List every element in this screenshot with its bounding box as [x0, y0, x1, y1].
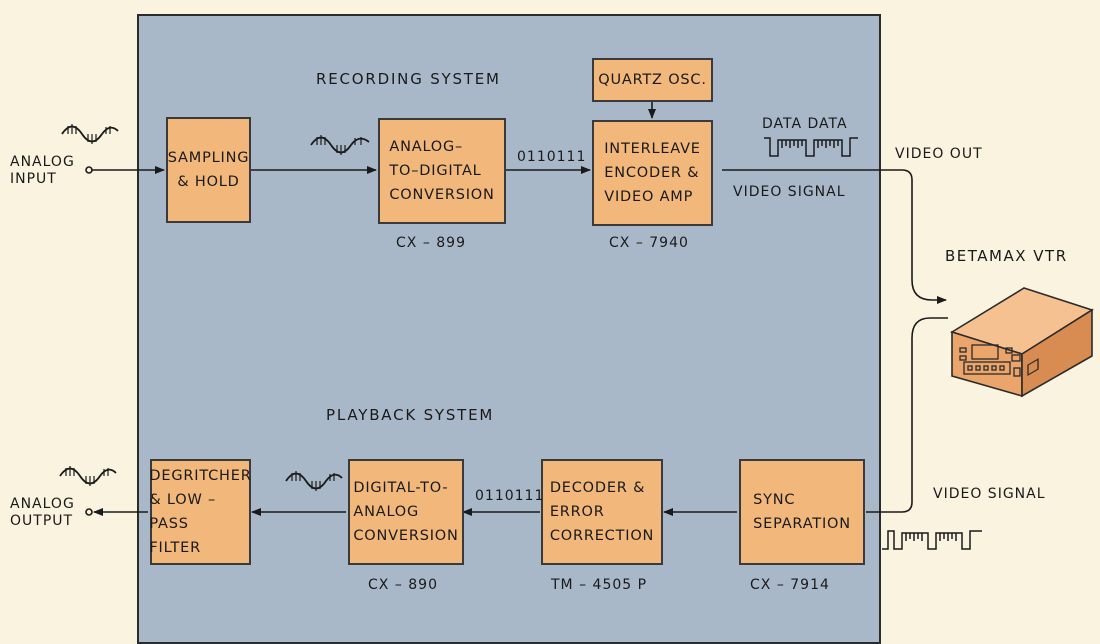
playback-bit-stream: 0110111: [475, 488, 544, 504]
adc-block: ANALOG– TO–DIGITAL CONVERSION: [378, 118, 506, 224]
analog-wave-icon: [58, 463, 118, 489]
analog-wave-icon: [309, 132, 371, 158]
data-label: DATA DATA: [762, 116, 848, 132]
vcr-icon: [950, 280, 1095, 400]
recording-video-signal-label: VIDEO SIGNAL: [733, 184, 846, 200]
quartz-osc-label: QUARTZ OSC.: [598, 68, 707, 92]
analog-wave-icon: [60, 121, 120, 147]
interleave-encoder-block: INTERLEAVE ENCODER & VIDEO AMP: [592, 120, 713, 226]
sampling-hold-label: SAMPLING & HOLD: [168, 146, 249, 194]
playback-system-title: PLAYBACK SYSTEM: [326, 406, 494, 424]
analog-input-terminal: [86, 167, 92, 173]
analog-input-label: ANALOG INPUT: [10, 154, 75, 188]
adc-label: ANALOG– TO–DIGITAL CONVERSION: [389, 135, 494, 207]
digital-pulse-icon: [880, 525, 986, 553]
adc-chip-label: CX – 899: [396, 235, 466, 251]
decoder-chip-label: TM – 4505 P: [551, 577, 647, 593]
betamax-vtr-label: BETAMAX VTR: [945, 247, 1068, 265]
interleave-encoder-label: INTERLEAVE ENCODER & VIDEO AMP: [604, 137, 701, 209]
sampling-hold-block: SAMPLING & HOLD: [166, 117, 251, 223]
dac-label: DIGITAL-TO- ANALOG CONVERSION: [353, 476, 458, 548]
degritcher-filter-block: DEGRITCHER & LOW – PASS FILTER: [150, 459, 251, 565]
digital-pulse-icon: [762, 134, 862, 162]
wire-vtr-to-sync: [866, 318, 948, 512]
interleave-chip-label: CX – 7940: [609, 235, 689, 251]
analog-wave-icon: [284, 468, 344, 494]
decoder-error-correction-block: DECODER & ERROR CORRECTION: [541, 459, 663, 565]
recording-system-title: RECORDING SYSTEM: [316, 70, 501, 88]
decoder-error-correction-label: DECODER & ERROR CORRECTION: [550, 476, 654, 548]
playback-video-signal-label: VIDEO SIGNAL: [933, 486, 1046, 502]
dac-chip-label: CX – 890: [368, 577, 438, 593]
degritcher-filter-label: DEGRITCHER & LOW – PASS FILTER: [149, 464, 251, 560]
analog-output-label: ANALOG OUTPUT: [10, 496, 75, 530]
analog-output-terminal: [86, 509, 92, 515]
video-out-label: VIDEO OUT: [895, 146, 983, 162]
sync-separation-label: SYNC SEPARATION: [753, 488, 851, 536]
quartz-osc-block: QUARTZ OSC.: [592, 58, 713, 102]
recording-bit-stream: 0110111: [517, 149, 586, 165]
sync-chip-label: CX – 7914: [750, 577, 830, 593]
dac-block: DIGITAL-TO- ANALOG CONVERSION: [348, 459, 464, 565]
sync-separation-block: SYNC SEPARATION: [739, 459, 865, 565]
